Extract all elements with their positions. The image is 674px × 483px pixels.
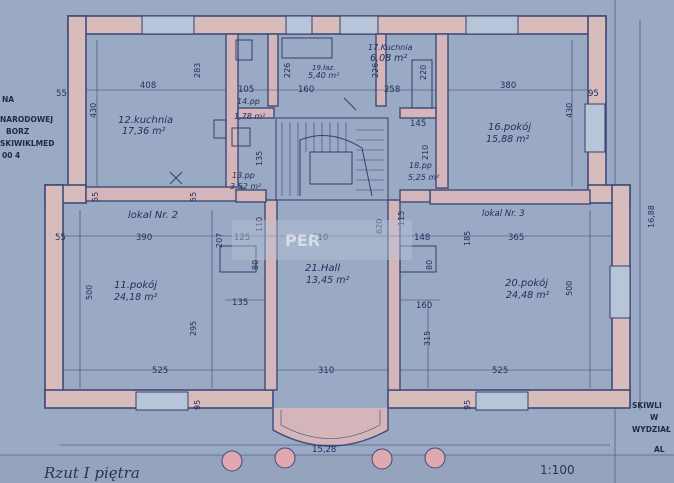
unit-2-label: lokal Nr. 2 bbox=[128, 210, 178, 221]
dim-145: 145 bbox=[410, 119, 426, 129]
dim-207: 207 bbox=[215, 233, 224, 248]
room-12-name: 12.kuchnia bbox=[118, 115, 173, 126]
stamp-left-3: SKIWIKLMED bbox=[0, 139, 54, 148]
dim-430-b: 430 bbox=[565, 103, 574, 118]
dim-16-88: 16,88 bbox=[647, 205, 656, 228]
stamp-right-2: W bbox=[650, 413, 659, 422]
dim-500-b: 500 bbox=[565, 281, 574, 296]
stamp-left-1: NARODOWEJ bbox=[0, 115, 53, 124]
unit-3-label: lokal Nr. 3 bbox=[482, 209, 525, 219]
dim-125: 125 bbox=[234, 233, 250, 243]
room-13-name: 13.pp bbox=[232, 171, 255, 180]
fixtures bbox=[169, 37, 437, 273]
room-16-area: 15,88 m² bbox=[486, 134, 529, 145]
stamp-left-2: BORZ bbox=[6, 127, 30, 136]
dim-390: 390 bbox=[136, 233, 152, 243]
dim-95-a: 95 bbox=[588, 89, 599, 99]
room-20-area: 24,48 m² bbox=[506, 290, 549, 301]
staircase bbox=[275, 117, 389, 201]
dim-500-a: 500 bbox=[85, 285, 94, 300]
dim-148: 148 bbox=[414, 233, 430, 243]
dim-295: 295 bbox=[189, 321, 198, 336]
room-21-area: 13,45 m² bbox=[306, 275, 349, 286]
room-18-area: 5,25 m² bbox=[408, 173, 440, 182]
room-11-name: 11.pokój bbox=[114, 279, 157, 291]
dim-55-a: 55 bbox=[56, 89, 67, 99]
stamp-left-top: NA bbox=[2, 95, 14, 104]
bay-inner-arc bbox=[280, 410, 381, 439]
room-18-name: 18.pp bbox=[409, 161, 432, 170]
windows bbox=[135, 15, 631, 411]
dim-55-d: 55 bbox=[55, 233, 66, 243]
dim-135-b: 135 bbox=[232, 298, 248, 308]
stamp-left-4: 00 4 bbox=[2, 151, 20, 160]
room-21-name: 21.Hall bbox=[305, 263, 340, 274]
watermark-box bbox=[232, 220, 412, 260]
dim-620: 620 bbox=[375, 219, 384, 234]
dim-310-b: 310 bbox=[318, 366, 334, 376]
stamp-right-3: WYDZIAŁ bbox=[632, 425, 671, 434]
bay-balcony bbox=[272, 408, 389, 447]
dim-80-b: 80 bbox=[425, 260, 434, 270]
room-20-name: 20.pokój bbox=[505, 277, 548, 289]
dim-160-b: 160 bbox=[416, 301, 432, 311]
room-19-area: 5,40 m² bbox=[308, 71, 340, 80]
dim-95-b: 95 bbox=[193, 400, 202, 410]
dim-55-b: 55 bbox=[91, 192, 100, 202]
room-17-name: 17.Kuchnia bbox=[368, 43, 413, 52]
dim-315: 315 bbox=[423, 331, 432, 346]
dim-95-c: 95 bbox=[463, 400, 472, 410]
dim-115: 115 bbox=[397, 211, 406, 226]
dim-210: 210 bbox=[421, 145, 430, 160]
room-13-area: 3,52 m² bbox=[230, 182, 262, 191]
watermark-text: PER bbox=[285, 231, 320, 250]
room-12-area: 17,36 m² bbox=[122, 126, 165, 137]
dim-160: 160 bbox=[298, 85, 314, 95]
dimension-lines bbox=[60, 20, 641, 446]
inner-walls bbox=[85, 33, 591, 391]
paper-fold bbox=[0, 455, 674, 483]
dim-110: 110 bbox=[255, 217, 264, 232]
dim-380: 380 bbox=[500, 81, 516, 91]
dim-15-28: 15,28 bbox=[312, 445, 336, 455]
drawing-title: Rzut I piętra bbox=[43, 464, 140, 482]
dim-258: 258 bbox=[384, 85, 400, 95]
room-14-name: 14.pp bbox=[237, 97, 260, 106]
room-17-area: 6,08 m² bbox=[370, 53, 407, 64]
dim-310-a: 310 bbox=[312, 233, 328, 243]
room-16-name: 16.pokój bbox=[488, 121, 531, 133]
stamp-right-1: SKIWLI bbox=[632, 401, 662, 410]
dim-408: 408 bbox=[140, 81, 156, 91]
dim-525: 525 bbox=[152, 366, 168, 376]
dim-105: 105 bbox=[238, 85, 254, 95]
dim-135-a: 135 bbox=[255, 151, 264, 166]
dim-365: 365 bbox=[508, 233, 524, 243]
dim-220: 220 bbox=[419, 65, 428, 80]
dim-55-c: 55 bbox=[189, 192, 198, 202]
room-11-area: 24,18 m² bbox=[114, 292, 157, 303]
dim-226-b: 226 bbox=[371, 63, 380, 78]
dim-283: 283 bbox=[193, 63, 202, 78]
dim-430-a: 430 bbox=[89, 103, 98, 118]
dim-226-a: 226 bbox=[283, 63, 292, 78]
drawing-scale: 1:100 bbox=[540, 463, 575, 477]
columns bbox=[221, 447, 446, 472]
dim-80-a: 80 bbox=[251, 260, 260, 270]
dim-525-b: 525 bbox=[492, 366, 508, 376]
stamp-right-4: AL bbox=[654, 445, 665, 454]
room-14-area: 1,78 m² bbox=[234, 112, 266, 121]
dim-185: 185 bbox=[463, 231, 472, 246]
room-19-name: 19.łaz. bbox=[312, 64, 335, 72]
